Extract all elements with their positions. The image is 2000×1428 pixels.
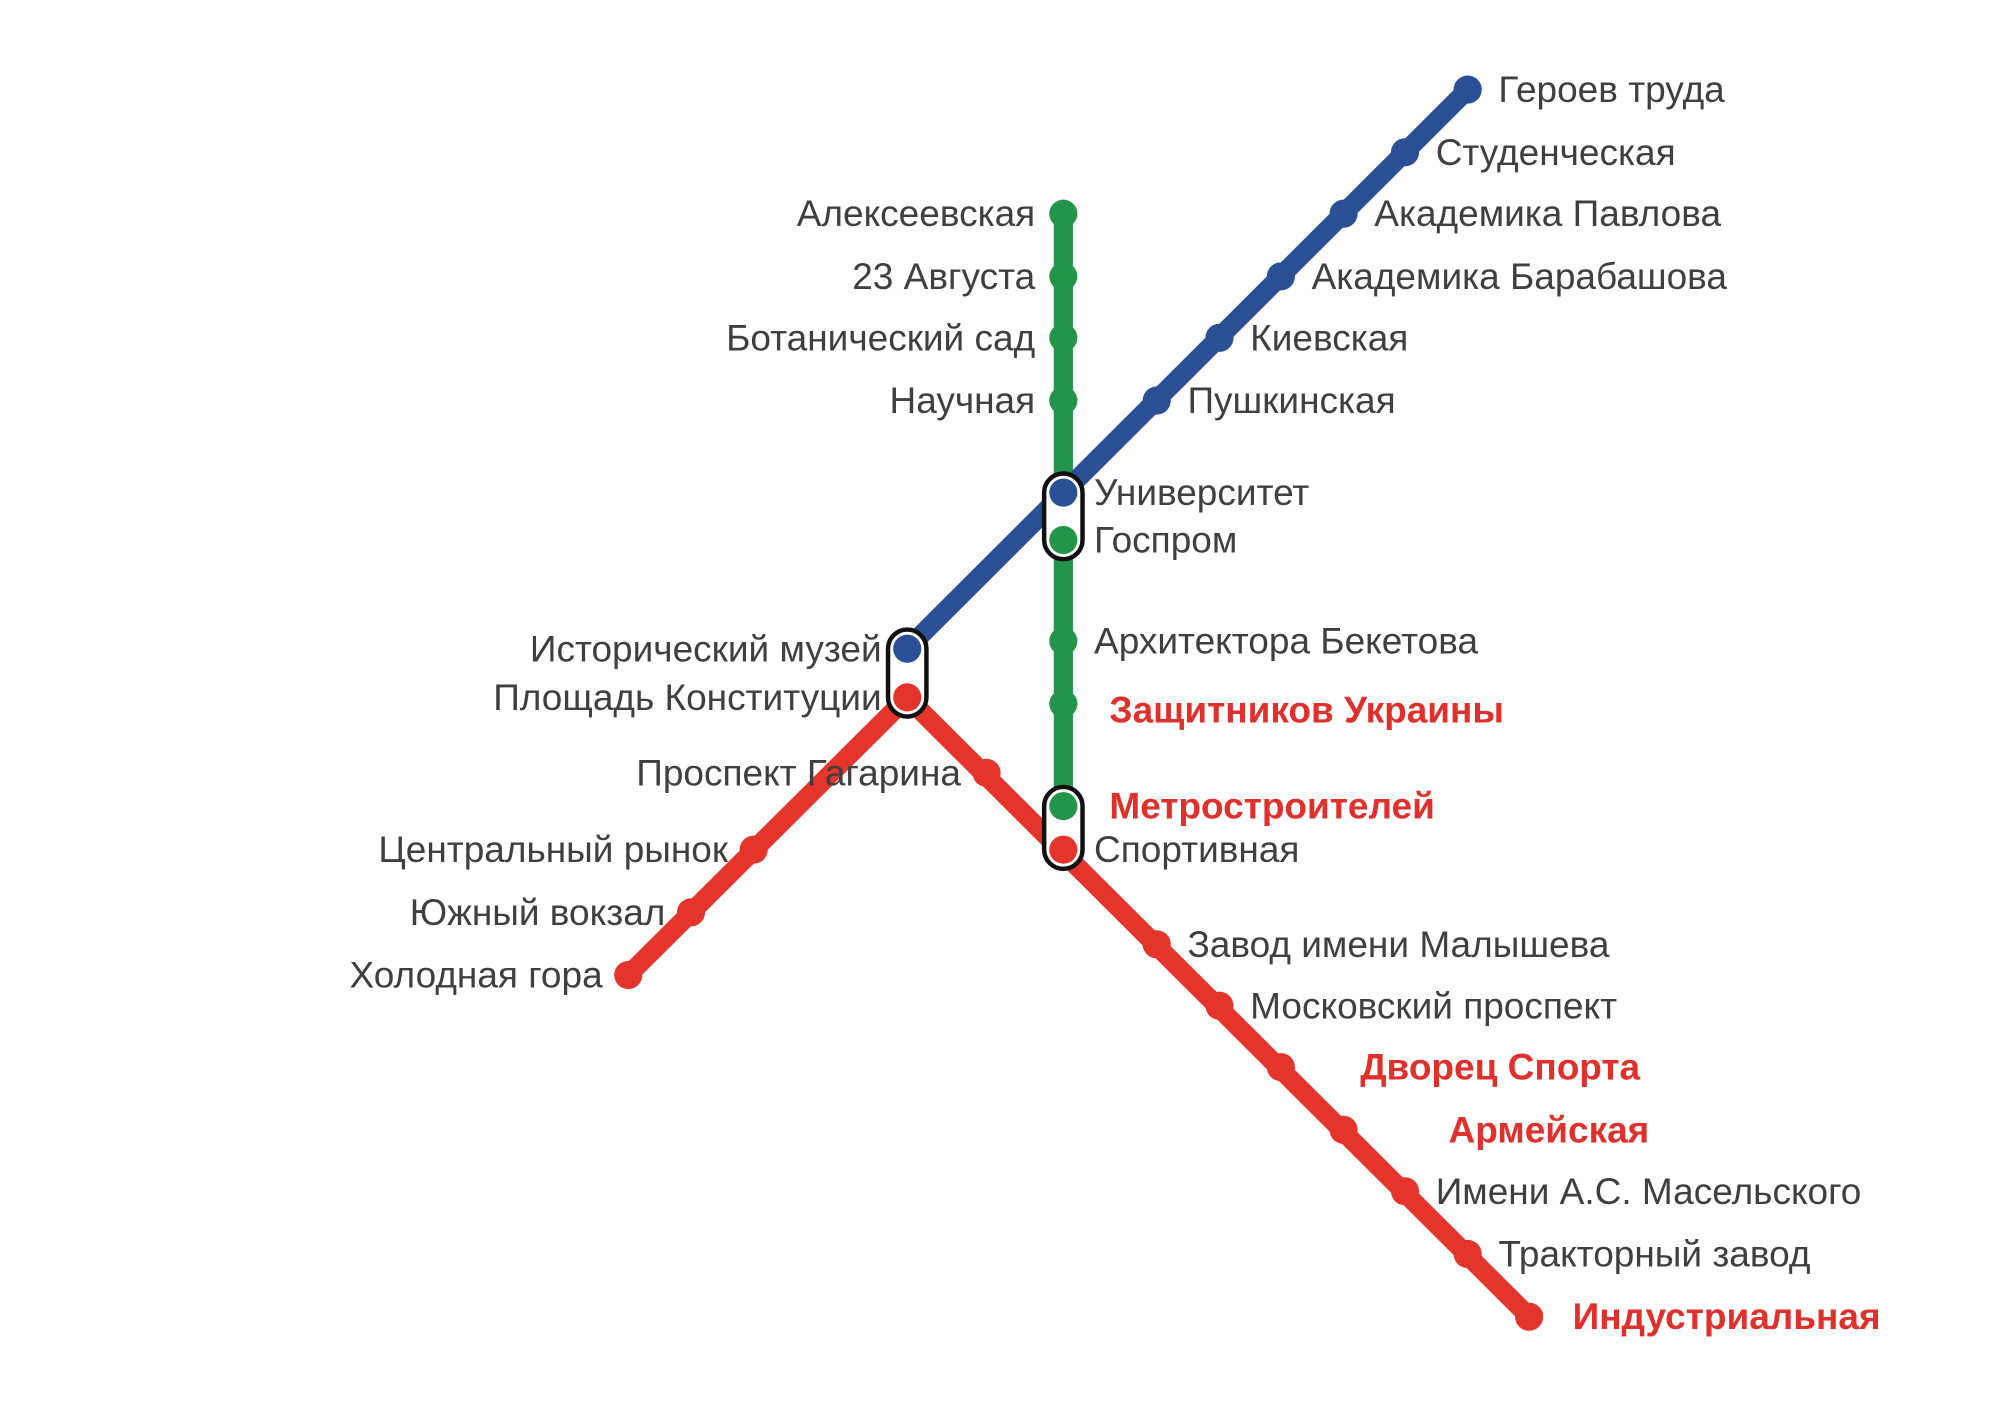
station-label[interactable]: Дворец Спорта [1360,1047,1640,1088]
red-station-marker[interactable] [676,898,706,927]
station-label[interactable]: Архитектора Бекетова [1094,621,1478,662]
station-label[interactable]: Индустриальная [1573,1296,1881,1337]
blue-station-marker[interactable] [893,634,922,663]
blue-station-marker[interactable] [1049,478,1078,507]
station-label[interactable]: Студенческая [1436,132,1676,173]
blue-station-marker[interactable] [1142,386,1171,415]
station-label[interactable]: Пушкинская [1187,380,1395,421]
red-station-marker[interactable] [1390,1177,1420,1206]
red-station-marker[interactable] [1453,1239,1482,1269]
red-station-marker[interactable] [1266,1053,1295,1082]
green-station-marker[interactable] [1049,689,1078,718]
green-station-marker[interactable] [1049,262,1078,291]
station-label[interactable]: Площадь Конституции [493,677,881,718]
station-label[interactable]: Московский проспект [1250,985,1617,1026]
red-station-marker[interactable] [1329,1115,1358,1144]
blue-station-marker[interactable] [1329,199,1358,228]
station-label[interactable]: Героев труда [1498,69,1725,110]
red-station-marker[interactable] [739,835,768,864]
station-label[interactable]: Тракторный завод [1498,1233,1810,1274]
red-station-marker[interactable] [1142,930,1171,959]
station-label[interactable]: Армейская [1448,1109,1649,1150]
station-label[interactable]: Проспект Гагарина [636,752,961,793]
station-label[interactable]: Академика Павлова [1374,193,1721,234]
station-label[interactable]: Научная [889,380,1035,421]
station-label[interactable]: 23 Августа [852,256,1035,297]
station-label[interactable]: Исторический музей [530,628,882,669]
blue-line-track [897,79,1478,659]
blue-station-marker[interactable] [1390,138,1420,167]
green-station-marker[interactable] [1049,386,1078,415]
blue-station-marker[interactable] [1266,262,1295,291]
red-station-marker[interactable] [972,758,1001,787]
red-station-marker[interactable] [1515,1302,1544,1331]
station-label[interactable]: Ботанический сад [726,317,1035,358]
green-station-marker[interactable] [1049,323,1078,352]
station-label[interactable]: Имени А.С. Масельского [1436,1171,1862,1212]
station-label[interactable]: Центральный рынок [378,829,729,870]
green-station-marker[interactable] [1049,626,1078,656]
station-label[interactable]: Университет [1094,472,1309,513]
station-label[interactable]: Холодная гора [350,955,604,996]
station-label[interactable]: Госпром [1094,519,1237,560]
station-label[interactable]: Алексеевская [797,193,1035,234]
blue-station-marker[interactable] [1453,75,1482,104]
station-label[interactable]: Киевская [1250,317,1408,358]
red-station-marker[interactable] [614,960,643,990]
station-label[interactable]: Спортивная [1094,829,1299,870]
stations [614,75,1544,1331]
station-label[interactable]: Южный вокзал [410,892,666,933]
station-label[interactable]: Академика Барабашова [1312,256,1728,297]
station-label[interactable]: Завод имени Малышева [1187,924,1609,965]
blue-station-marker[interactable] [1205,323,1234,352]
green-station-marker[interactable] [1049,525,1078,555]
station-label[interactable]: Защитников Украины [1109,690,1504,731]
red-station-marker[interactable] [1049,835,1078,864]
red-station-marker[interactable] [893,683,922,712]
green-station-marker[interactable] [1049,199,1078,228]
red-station-marker[interactable] [1205,991,1234,1020]
station-label[interactable]: Метростроителей [1109,786,1434,827]
green-station-marker[interactable] [1049,792,1078,821]
